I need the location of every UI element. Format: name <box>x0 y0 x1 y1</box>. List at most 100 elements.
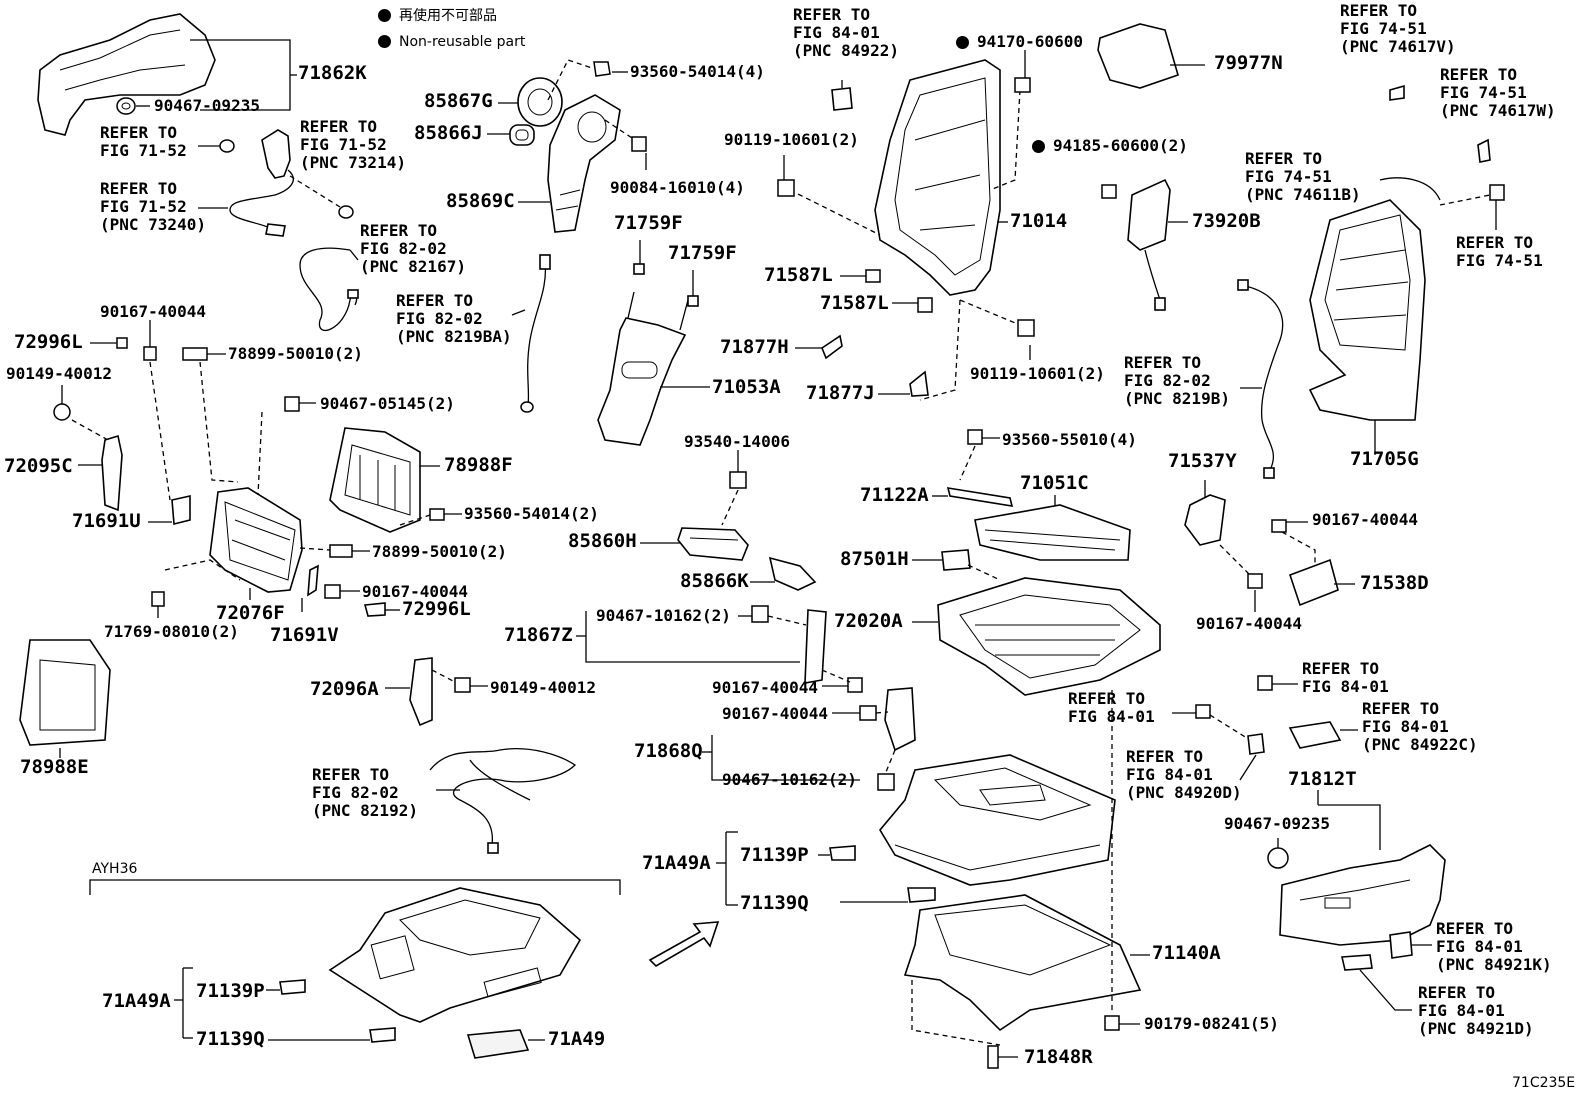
part-71812T-illustration <box>1267 790 1446 946</box>
non-reusable-bullet-icon <box>956 36 969 49</box>
label-71538D: 71538D <box>1360 572 1429 594</box>
label-71862K: 71862K <box>298 62 367 84</box>
label-90084-16010-4: 90084-16010(4) <box>610 178 745 197</box>
label-90167-40044-b: 90167-40044 <box>362 582 468 601</box>
part-wire-8219B-illustration <box>1237 279 1284 479</box>
part-72020A-illustration <box>912 577 1161 696</box>
label-79977N: 79977N <box>1214 52 1283 74</box>
legend-item-japanese: 再使用不可部品 <box>378 9 497 23</box>
label-90167-40044-d: 90167-40044 <box>722 704 828 723</box>
label-90467-05145-2: 90467-05145(2) <box>320 394 455 413</box>
label-71759F-a: 71759F <box>614 212 683 234</box>
non-reusable-bullet-icon <box>1032 140 1045 153</box>
legend-text: Non-reusable part <box>399 34 526 50</box>
figure-code: 71C235E <box>1512 1075 1576 1091</box>
label-ref-84-01-84921D: REFER TO FIG 84-01 (PNC 84921D) <box>1418 983 1534 1038</box>
label-90179-08241-5: 90179-08241(5) <box>1144 1014 1279 1033</box>
label-90467-09235-b: 90467-09235 <box>1224 814 1330 833</box>
legend-bullet-icon <box>378 9 391 22</box>
label-71769-08010-2: 71769-08010(2) <box>104 622 239 641</box>
label-78899-50010-2-b: 78899-50010(2) <box>372 542 507 561</box>
part-85860H-illustration <box>640 527 749 561</box>
part-71053A-illustration <box>597 240 710 446</box>
label-85866K: 85866K <box>680 570 749 592</box>
part-71862K-illustration <box>37 13 216 136</box>
label-ref-71-52-73240: REFER TO FIG 71-52 (PNC 73240) <box>100 179 206 234</box>
label-71848R: 71848R <box>1024 1046 1093 1068</box>
part-71051C-illustration <box>974 495 1131 561</box>
label-ref-84-01-84920D: REFER TO FIG 84-01 (PNC 84920D) <box>1126 747 1242 802</box>
label-71053A: 71053A <box>712 376 781 398</box>
part-78988E-illustration <box>19 639 111 758</box>
label-71587L-b: 71587L <box>820 292 889 314</box>
part-71705G-illustration <box>1308 199 1426 455</box>
label-72996L-b: 72996L <box>402 598 471 620</box>
label-ref-82-02-82192: REFER TO FIG 82-02 (PNC 82192) <box>312 765 418 820</box>
label-93560-54014-4: 93560-54014(4) <box>630 62 765 81</box>
label-71A49A-b: 71A49A <box>102 990 171 1012</box>
label-ref-74-51-74617W: REFER TO FIG 74-51 (PNC 74617W) <box>1440 65 1556 120</box>
label-93560-55010-4: 93560-55010(4) <box>1002 430 1137 449</box>
label-71014: 71014 <box>1010 210 1068 232</box>
part-73920B-illustration <box>1101 178 1188 311</box>
label-71691V: 71691V <box>270 624 339 646</box>
part-85867G-illustration <box>498 77 563 127</box>
part-71537Y-illustration <box>1184 480 1226 546</box>
part-71A49A-seat-illustration <box>879 754 1116 886</box>
label-ref-71-52-73214: REFER TO FIG 71-52 (PNC 73214) <box>300 117 406 172</box>
label-ref-82-02-8219B: REFER TO FIG 82-02 (PNC 8219B) <box>1124 353 1230 408</box>
label-90467-10162-2-b: 90467-10162(2) <box>722 770 857 789</box>
legend-bullet-icon <box>378 35 391 48</box>
label-72095C: 72095C <box>4 455 73 477</box>
label-71537Y: 71537Y <box>1168 450 1237 472</box>
label-90167-40044-c: 90167-40044 <box>712 678 818 697</box>
label-71868Q: 71868Q <box>634 740 703 762</box>
label-71139Q-b: 71139Q <box>196 1028 265 1050</box>
label-ref-84-01-84922C: REFER TO FIG 84-01 (PNC 84922C) <box>1362 699 1478 754</box>
part-wire-82167-illustration <box>299 247 359 331</box>
part-71014-illustration <box>874 59 1008 296</box>
label-ref-71-52: REFER TO FIG 71-52 <box>100 123 187 160</box>
label-94185-60600-2: 94185-60600(2) <box>1032 138 1188 154</box>
label-ref-74-51: REFER TO FIG 74-51 <box>1456 233 1543 270</box>
label-90119-10601-2-a: 90119-10601(2) <box>724 130 859 149</box>
label-72076F: 72076F <box>216 602 285 624</box>
label-71122A: 71122A <box>860 484 929 506</box>
label-71139P-a: 71139P <box>740 844 809 866</box>
label-93540-14006: 93540-14006 <box>684 432 790 451</box>
label-ref-84-01-84922: REFER TO FIG 84-01 (PNC 84922) <box>793 5 899 60</box>
label-71691U: 71691U <box>72 510 141 532</box>
legend-item-english: Non-reusable part <box>378 35 525 49</box>
label-94170-60600: 94170-60600 <box>956 34 1083 50</box>
label-90167-40044-a: 90167-40044 <box>100 302 206 321</box>
part-72076F-illustration <box>209 487 303 600</box>
label-ref-84-01-84921K: REFER TO FIG 84-01 (PNC 84921K) <box>1436 919 1552 974</box>
label-87501H: 87501H <box>840 548 909 570</box>
label-72020A: 72020A <box>834 610 903 632</box>
part-wire-82192-illustration <box>429 748 577 854</box>
label-85867G: 85867G <box>424 90 493 112</box>
label-text: 94170-60600 <box>977 32 1083 51</box>
label-71867Z: 71867Z <box>504 624 573 646</box>
label-71140A: 71140A <box>1152 942 1221 964</box>
label-71051C: 71051C <box>1020 472 1089 494</box>
label-text: 94185-60600(2) <box>1053 136 1188 155</box>
label-71877H: 71877H <box>720 336 789 358</box>
part-85869C-illustration <box>518 94 621 233</box>
label-72096A: 72096A <box>310 678 379 700</box>
label-93560-54014-2: 93560-54014(2) <box>464 504 599 523</box>
part-AYH36-seat-illustration <box>328 887 582 1023</box>
label-90167-40044-f: 90167-40044 <box>1196 614 1302 633</box>
label-85869C: 85869C <box>446 190 515 212</box>
label-85860H: 85860H <box>568 530 637 552</box>
label-ref-74-51-74617V: REFER TO FIG 74-51 (PNC 74617V) <box>1340 1 1456 56</box>
variant-label: AYH36 <box>92 861 138 877</box>
label-78899-50010-2-a: 78899-50010(2) <box>228 344 363 363</box>
part-clip-71-52-illustration <box>198 129 354 237</box>
label-71A49A-a: 71A49A <box>642 852 711 874</box>
label-72996L-a: 72996L <box>14 331 83 353</box>
label-ref-82-02-8219BA: REFER TO FIG 82-02 (PNC 8219BA) <box>396 291 512 346</box>
label-73920B: 73920B <box>1192 210 1261 232</box>
label-90467-09235: 90467-09235 <box>154 96 260 115</box>
